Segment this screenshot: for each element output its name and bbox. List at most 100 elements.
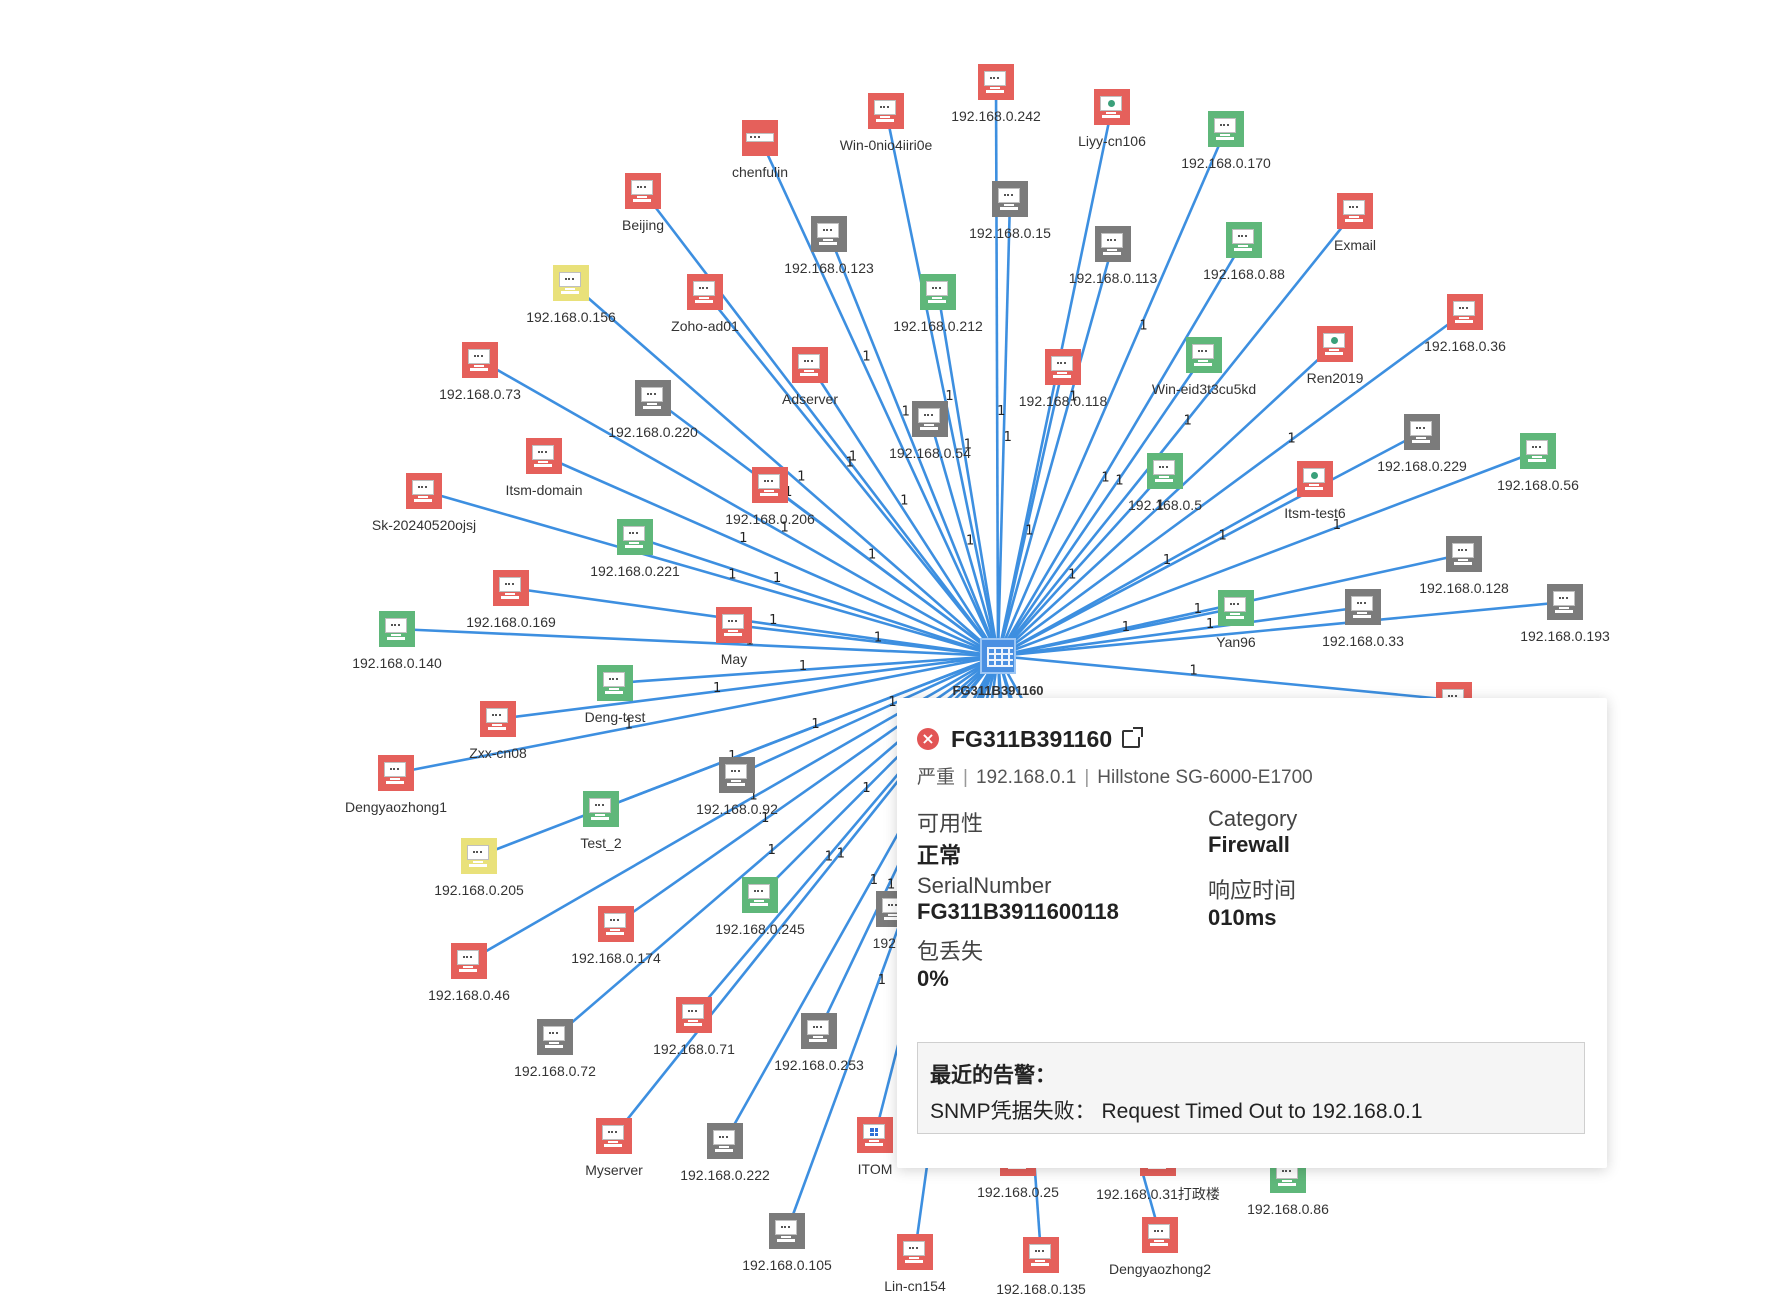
link-192-168-0-113[interactable]: [996, 243, 1115, 657]
link-192-168-0-92[interactable]: [736, 654, 999, 777]
link-192-168-0-193[interactable]: [997, 600, 1566, 658]
link-win-eid3t3cu5kd[interactable]: [996, 354, 1206, 657]
link-deng-test[interactable]: [614, 654, 999, 685]
link-itsm-test6[interactable]: [997, 477, 1316, 658]
device-node-ren2019[interactable]: Ren2019: [1307, 326, 1363, 386]
device-node-192-168-0-174[interactable]: 192.168.0.174: [571, 906, 661, 966]
device-node-192-168-0-123[interactable]: 192.168.0.123: [784, 216, 874, 276]
device-node-192-168-0-5[interactable]: 192.168.0.5: [1128, 453, 1202, 513]
device-node-192-168-0-242[interactable]: 192.168.0.242: [951, 64, 1041, 124]
link-sk-20240520ojsj[interactable]: [423, 489, 999, 658]
link-win-0nio4iiri0e[interactable]: [884, 110, 1000, 657]
link-192-168-0-169[interactable]: [510, 586, 999, 658]
device-node-itsm-domain[interactable]: Itsm-domain: [505, 438, 583, 498]
link-beijing[interactable]: [641, 190, 1000, 657]
link-192-168-0-123[interactable]: [827, 233, 1000, 657]
link-dengyaozhong1[interactable]: [395, 654, 999, 775]
link-exmail[interactable]: [996, 210, 1357, 657]
device-node-zoho-ad01[interactable]: Zoho-ad01: [671, 274, 739, 334]
device-node-test-2[interactable]: Test_2: [580, 791, 622, 851]
link-192-168-0-73[interactable]: [479, 358, 999, 658]
link-yan96[interactable]: [997, 606, 1237, 658]
device-node-beijing[interactable]: Beijing: [622, 173, 664, 233]
link-zxx-cn08[interactable]: [497, 654, 999, 721]
device-node-192-168-0-118[interactable]: 192.168.0.118: [1019, 349, 1107, 409]
link-192-168-0-5[interactable]: [997, 470, 1166, 657]
device-node-192-168-0-206[interactable]: 192.168.0.206: [725, 467, 815, 527]
link-192-168-0-205[interactable]: [478, 654, 999, 858]
link-192-168-0-36[interactable]: [997, 310, 1466, 658]
device-node-192-168-0-140[interactable]: 192.168.0.140: [352, 611, 442, 671]
device-node-192-168-0-54[interactable]: 192.168.0.54: [889, 401, 971, 461]
link-192-168-0-170[interactable]: [996, 128, 1228, 657]
device-node-192-168-0-105[interactable]: 192.168.0.105: [742, 1213, 832, 1273]
device-node-192-168-0-193[interactable]: 192.168.0.193: [1520, 584, 1610, 644]
device-node-dengyaozhong2[interactable]: Dengyaozhong2: [1109, 1217, 1211, 1277]
device-node-192-168-0-170[interactable]: 192.168.0.170: [1181, 111, 1271, 171]
device-node-192-168-0-33[interactable]: 192.168.0.33: [1322, 589, 1404, 649]
monitor-icon: [742, 877, 778, 913]
device-node-exmail[interactable]: Exmail: [1334, 193, 1376, 253]
device-node-lin-cn154[interactable]: Lin-cn154: [884, 1234, 946, 1294]
link-itsm-domain[interactable]: [543, 454, 999, 658]
link-adserver[interactable]: [808, 364, 1000, 657]
device-node-192-168-0-73[interactable]: 192.168.0.73: [439, 342, 521, 402]
link-may[interactable]: [733, 623, 999, 658]
device-node-192-168-0-36[interactable]: 192.168.0.36: [1424, 294, 1506, 354]
link-192-168-0-221[interactable]: [634, 535, 999, 658]
link-192-168-0-242[interactable]: [994, 81, 1000, 657]
link-192-168-0-54[interactable]: [928, 418, 1000, 657]
device-node-deng-test[interactable]: Deng-test: [585, 665, 645, 725]
device-node-192-168-0-229[interactable]: 192.168.0.229: [1377, 414, 1467, 474]
device-node-192-168-0-15[interactable]: 192.168.0.15: [969, 181, 1051, 241]
device-node-192-168-0-71[interactable]: 192.168.0.71: [653, 997, 735, 1057]
link-192-168-0-229[interactable]: [997, 430, 1423, 658]
link-192-168-0-206[interactable]: [769, 483, 999, 658]
device-node-192-168-0-169[interactable]: 192.168.0.169: [466, 570, 556, 630]
device-node-192-168-0-92[interactable]: 192.168.0.92: [696, 757, 778, 817]
device-node-192-168-0-205[interactable]: 192.168.0.205: [434, 838, 524, 898]
link-192-168-0-140[interactable]: [396, 627, 999, 658]
link-chenfulin[interactable]: [758, 137, 1000, 657]
device-node-192-168-0-113[interactable]: 192.168.0.113: [1069, 226, 1157, 286]
device-node-192-168-0-156[interactable]: 192.168.0.156: [526, 265, 616, 325]
device-node-192-168-0-46[interactable]: 192.168.0.46: [428, 943, 510, 1003]
device-node-192-168-0-245[interactable]: 192.168.0.245: [715, 877, 805, 937]
device-node-sk-20240520ojsj[interactable]: Sk-20240520ojsj: [372, 473, 476, 533]
link-192-168-0-88[interactable]: [996, 239, 1246, 657]
device-node-192-168-0-135[interactable]: 192.168.0.135: [996, 1237, 1086, 1297]
link-192-168-0-245[interactable]: [759, 655, 999, 896]
link-ren2019[interactable]: [997, 343, 1336, 657]
link-136[interactable]: [997, 654, 1455, 702]
device-node-192-168-0-253[interactable]: 192.168.0.253: [774, 1013, 864, 1073]
device-node-192-168-0-212[interactable]: 192.168.0.212: [893, 274, 983, 334]
device-node-192-168-0-88[interactable]: 192.168.0.88: [1203, 222, 1285, 282]
device-node-itsm-test6[interactable]: Itsm-test6: [1284, 461, 1346, 521]
device-node-dengyaozhong1[interactable]: Dengyaozhong1: [345, 755, 447, 815]
device-node-zxx-cn08[interactable]: Zxx-cn08: [469, 701, 527, 761]
link-192-168-0-15[interactable]: [996, 198, 1012, 657]
device-node-192-168-0-222[interactable]: 192.168.0.222: [680, 1123, 770, 1183]
device-node-192-168-0-72[interactable]: 192.168.0.72: [514, 1019, 596, 1079]
device-node-win-0nio4iiri0e[interactable]: Win-0nio4iiri0e: [840, 93, 932, 153]
device-node-192-168-0-128[interactable]: 192.168.0.128: [1419, 536, 1509, 596]
device-node-win-eid3t3cu5kd[interactable]: Win-eid3t3cu5kd: [1152, 337, 1256, 397]
link-192-168-0-56[interactable]: [997, 449, 1539, 658]
link-192-168-0-212[interactable]: [936, 291, 1000, 657]
link-192-168-0-118[interactable]: [996, 366, 1065, 657]
device-node-adserver[interactable]: Adserver: [782, 347, 838, 407]
device-node-may[interactable]: May: [716, 607, 752, 667]
device-node-itom[interactable]: ITOM: [857, 1117, 893, 1177]
device-node-192-168-0-56[interactable]: 192.168.0.56: [1497, 433, 1579, 493]
device-node-192-168-0-221[interactable]: 192.168.0.221: [590, 519, 680, 579]
device-node-yan96[interactable]: Yan96: [1216, 590, 1256, 650]
link-zoho-ad01[interactable]: [703, 291, 1000, 657]
firewall-node[interactable]: [980, 638, 1016, 674]
device-node-chenfulin[interactable]: chenfulin: [732, 120, 788, 180]
device-node-liyy-cn106[interactable]: Liyy-cn106: [1078, 89, 1146, 149]
device-node-myserver[interactable]: Myserver: [585, 1118, 643, 1178]
external-link-icon[interactable]: [1122, 727, 1144, 748]
device-node-192-168-0-220[interactable]: 192.168.0.220: [608, 380, 698, 440]
link-192-168-0-33[interactable]: [997, 605, 1364, 658]
